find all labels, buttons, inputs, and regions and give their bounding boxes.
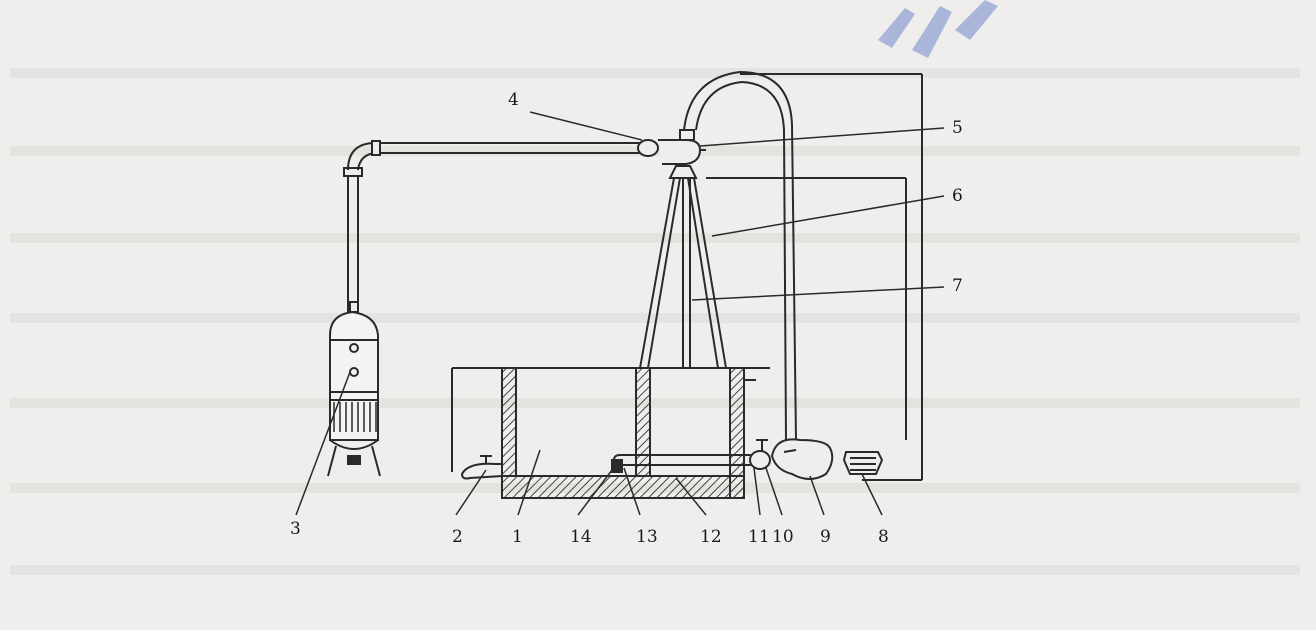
label-5: 5 <box>952 118 963 138</box>
label-4: 4 <box>508 90 519 110</box>
part-labels: 4 5 6 7 3 2 1 14 13 12 11 10 9 8 <box>290 90 963 547</box>
tank <box>451 367 770 499</box>
inner-pipe <box>611 439 771 473</box>
label-9: 9 <box>820 527 831 547</box>
frame-line <box>740 73 923 481</box>
label-12: 12 <box>700 527 722 547</box>
label-1: 1 <box>512 527 523 547</box>
tripod-stand <box>639 165 907 440</box>
label-6: 6 <box>952 186 963 206</box>
valve-fitting <box>637 129 706 165</box>
label-11: 11 <box>748 527 770 547</box>
boiler <box>327 310 381 477</box>
label-3: 3 <box>290 519 301 539</box>
label-8: 8 <box>878 527 889 547</box>
faucet <box>460 455 503 480</box>
motor <box>842 451 884 475</box>
watermark-logo <box>878 0 998 58</box>
steam-pipe <box>343 140 640 313</box>
label-10: 10 <box>772 527 794 547</box>
arched-pipe <box>683 70 797 441</box>
label-14: 14 <box>570 527 592 547</box>
leader-lines <box>295 111 945 516</box>
label-7: 7 <box>952 276 963 296</box>
label-2: 2 <box>452 527 463 547</box>
label-13: 13 <box>636 527 658 547</box>
pump <box>770 438 834 480</box>
